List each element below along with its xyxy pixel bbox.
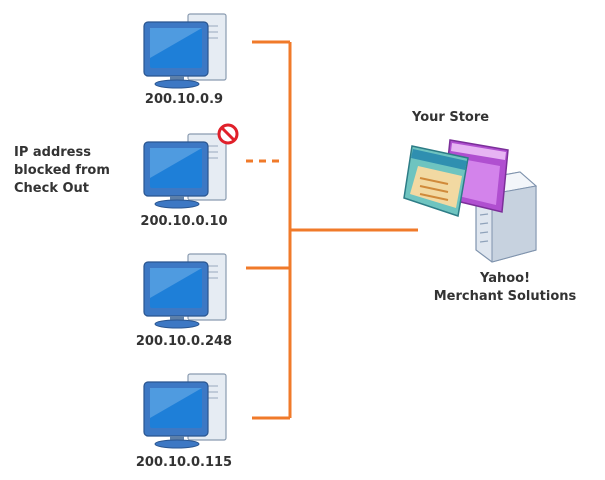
- connector-lines: [246, 40, 418, 420]
- store-window-text-line: [419, 177, 449, 185]
- store-name-line-1: Yahoo!: [479, 271, 531, 286]
- monitor-screen: [150, 148, 202, 188]
- store-server-icon: [403, 139, 538, 263]
- blocked-note-line-2: blocked from: [14, 163, 110, 178]
- blocked-note: IP address blocked from Check Out: [14, 144, 134, 198]
- monitor-screen: [150, 388, 202, 428]
- desktop-computer-icon: [143, 13, 227, 89]
- ip-label-2: 200.10.0.10: [140, 214, 228, 229]
- monitor-neck: [170, 436, 184, 442]
- screen-glare: [150, 148, 202, 178]
- ip-label-1: 200.10.0.9: [144, 92, 224, 107]
- desktop-computer-icon: [143, 373, 227, 449]
- monitor-neck: [170, 76, 184, 82]
- monitor-neck: [170, 196, 184, 202]
- desktop-computer-icon: [143, 123, 239, 209]
- screen-glare: [150, 388, 202, 418]
- blocked-note-line-1: IP address: [14, 145, 91, 160]
- ip-label-3: 200.10.0.248: [135, 334, 233, 349]
- store-window-front-bar: [411, 149, 467, 170]
- screen-glare: [150, 268, 202, 298]
- monitor-neck: [170, 316, 184, 322]
- blocked-note-line-3: Check Out: [14, 181, 90, 196]
- store-window-text-line: [419, 193, 449, 201]
- monitor-base: [154, 79, 200, 89]
- ip-label-4: 200.10.0.115: [135, 455, 233, 470]
- store-name: Yahoo! Merchant Solutions: [420, 270, 590, 306]
- blocked-slash: [220, 126, 236, 142]
- server-slot: [479, 240, 489, 243]
- server-slot: [479, 231, 489, 234]
- server-slot: [479, 222, 489, 225]
- monitor-base: [154, 319, 200, 329]
- store-title: Your Store: [412, 110, 490, 125]
- monitor-base: [154, 439, 200, 449]
- computer-group: [143, 13, 239, 449]
- blocked-icon: [217, 123, 239, 145]
- monitor-screen: [150, 268, 202, 308]
- desktop-computer-icon: [143, 253, 227, 329]
- store-window-front-body: [410, 166, 462, 208]
- screen-glare: [150, 28, 202, 58]
- store-window-back-bar: [451, 143, 506, 160]
- monitor-screen: [150, 28, 202, 68]
- store-name-line-2: Merchant Solutions: [433, 289, 577, 304]
- store-window-text-line: [419, 185, 449, 193]
- monitor-base: [154, 199, 200, 209]
- server-slot: [479, 213, 489, 216]
